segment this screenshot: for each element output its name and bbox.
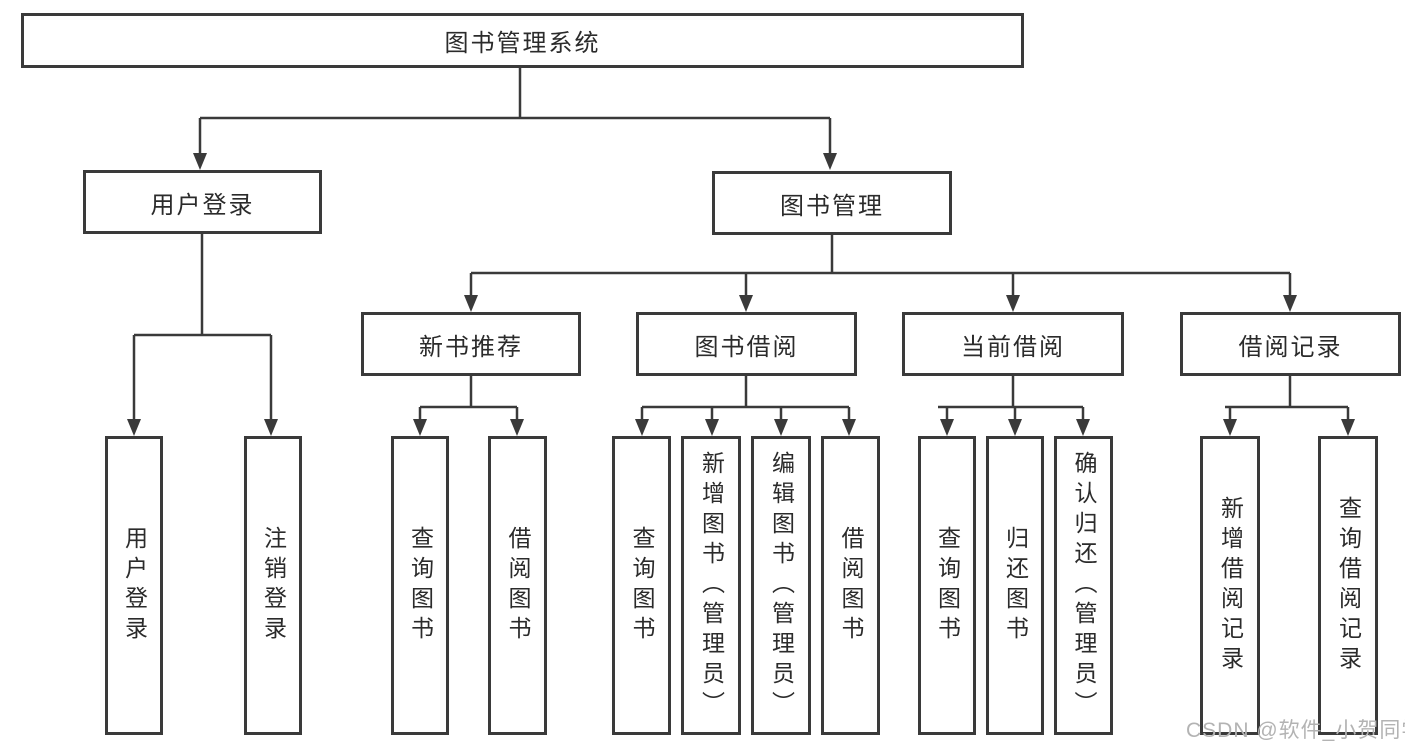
leaf-return-books: 归还图书 bbox=[986, 436, 1044, 735]
leaf-user-login: 用户登录 bbox=[105, 436, 163, 735]
leaf-add-book-admin: 新增图书（管理员） bbox=[681, 436, 741, 735]
leaf-query-borrow-record: 查询借阅记录 bbox=[1318, 436, 1378, 735]
csdn-watermark: CSDN @软件_小贺同学 bbox=[1186, 719, 1405, 742]
leaf-borrow-books-recommend: 借阅图书 bbox=[488, 436, 547, 735]
node-root: 图书管理系统 bbox=[21, 13, 1024, 68]
node-borrow-records: 借阅记录 bbox=[1180, 312, 1401, 376]
leaf-confirm-return-admin: 确认归还（管理员） bbox=[1054, 436, 1113, 735]
node-user-login: 用户登录 bbox=[83, 170, 322, 234]
leaf-borrow-books-borrow: 借阅图书 bbox=[821, 436, 880, 735]
leaf-logout: 注销登录 bbox=[244, 436, 302, 735]
leaf-query-books-borrow: 查询图书 bbox=[612, 436, 671, 735]
node-book-management: 图书管理 bbox=[712, 171, 952, 235]
node-new-book-recommend: 新书推荐 bbox=[361, 312, 581, 376]
leaf-query-books-current: 查询图书 bbox=[918, 436, 976, 735]
node-current-borrow: 当前借阅 bbox=[902, 312, 1124, 376]
node-book-borrow: 图书借阅 bbox=[636, 312, 857, 376]
leaf-edit-book-admin: 编辑图书（管理员） bbox=[751, 436, 811, 735]
leaf-query-books-recommend: 查询图书 bbox=[391, 436, 449, 735]
leaf-add-borrow-record: 新增借阅记录 bbox=[1200, 436, 1260, 735]
